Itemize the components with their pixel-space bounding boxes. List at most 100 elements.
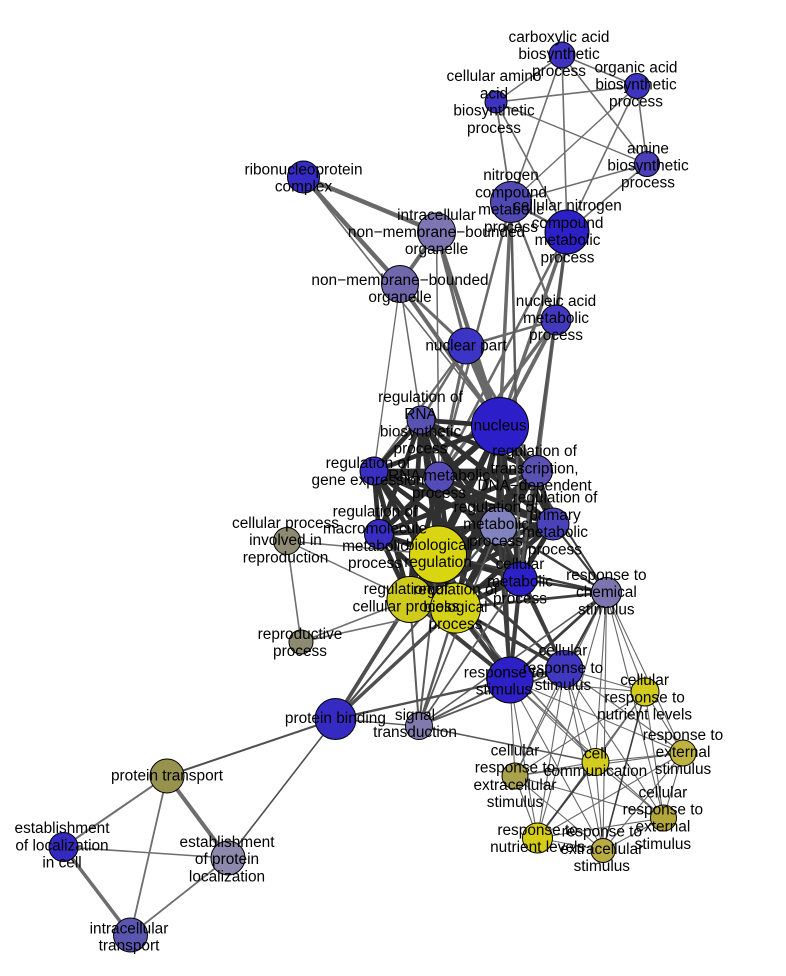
svg-text:RNA metabolic: RNA metabolic [388,468,490,485]
svg-text:process: process [429,616,483,633]
svg-text:metabolic: metabolic [478,202,544,219]
svg-text:nutrient levels: nutrient levels [490,839,585,856]
svg-text:involved in: involved in [249,532,322,549]
svg-text:cellular process: cellular process [232,515,339,532]
svg-text:process: process [529,327,583,344]
svg-text:of localization: of localization [15,837,108,854]
svg-text:compound: compound [532,215,604,232]
svg-text:cellular process: cellular process [353,598,460,615]
svg-text:protein transport: protein transport [111,767,224,784]
svg-text:stimulus: stimulus [487,794,544,811]
svg-text:biosynthetic: biosynthetic [607,158,689,175]
svg-text:transcription,: transcription, [490,460,578,477]
svg-text:cellular amino: cellular amino [447,68,542,85]
svg-text:response to: response to [623,802,703,819]
svg-text:metabolic: metabolic [523,310,589,327]
svg-text:establishment: establishment [180,834,276,851]
svg-text:biosynthetic: biosynthetic [518,46,600,63]
svg-text:cellular: cellular [496,556,545,573]
svg-text:primary: primary [529,507,581,524]
svg-text:stimulus: stimulus [578,601,635,618]
svg-text:establishment: establishment [15,820,111,837]
svg-text:external: external [636,819,691,836]
svg-text:chemical: chemical [576,584,637,601]
svg-text:RNA: RNA [404,406,437,423]
svg-text:biosynthetic: biosynthetic [380,423,462,440]
svg-text:localization: localization [189,868,265,885]
svg-text:biological: biological [406,537,470,554]
svg-text:extracellular: extracellular [560,841,643,858]
svg-text:cellular: cellular [491,742,540,759]
svg-text:DNA−dependent: DNA−dependent [477,478,592,495]
svg-text:regulation of: regulation of [454,499,539,516]
svg-text:nucleic acid: nucleic acid [516,293,596,310]
svg-text:regulation of: regulation of [333,504,418,521]
svg-text:organic acid: organic acid [595,59,678,76]
svg-text:of protein: of protein [195,851,259,868]
svg-text:regulation of: regulation of [364,581,449,598]
svg-text:regulation of: regulation of [513,490,598,507]
svg-text:complex: complex [275,179,333,196]
svg-text:external: external [656,744,711,761]
svg-text:non−membrane−bounded: non−membrane−bounded [348,224,525,241]
svg-text:metabolic: metabolic [522,524,588,541]
svg-text:regulation of: regulation of [413,582,498,599]
svg-text:acid: acid [480,85,508,102]
svg-text:metabolic: metabolic [463,516,529,533]
svg-text:nutrient levels: nutrient levels [597,707,692,724]
svg-text:process: process [493,591,547,608]
svg-text:communication: communication [544,763,648,780]
svg-text:non−membrane−bounded: non−membrane−bounded [311,272,488,289]
svg-text:response to: response to [643,727,723,744]
svg-text:cellular: cellular [539,643,588,660]
svg-text:response to: response to [562,824,642,841]
svg-text:metabolic: metabolic [342,538,408,555]
svg-text:process: process [394,441,448,458]
svg-text:cellular nitrogen: cellular nitrogen [513,198,622,215]
svg-text:metabolic: metabolic [535,232,601,249]
svg-text:regulation of: regulation of [492,443,577,460]
svg-text:process: process [532,63,586,80]
svg-text:regulation of: regulation of [378,389,463,406]
svg-text:transport: transport [99,938,160,955]
svg-text:cellular: cellular [639,784,688,801]
svg-text:process: process [467,120,521,137]
svg-text:in cell: in cell [42,855,81,872]
svg-text:gene expression: gene expression [312,472,425,489]
svg-text:biosynthetic: biosynthetic [595,77,677,94]
svg-text:extracellular: extracellular [474,777,557,794]
svg-text:biological: biological [423,599,487,616]
svg-text:metabolic: metabolic [487,573,553,590]
svg-text:response to: response to [566,567,646,584]
svg-text:response to: response to [475,760,555,777]
svg-text:intracellular: intracellular [90,920,169,937]
svg-text:stimulus: stimulus [476,682,533,699]
svg-text:cell: cell [584,746,607,763]
svg-text:compound: compound [475,184,547,201]
svg-text:process: process [528,541,582,558]
svg-text:organelle: organelle [405,241,468,258]
svg-text:intracellular: intracellular [397,207,476,224]
svg-text:stimulus: stimulus [635,836,692,853]
svg-text:response to: response to [604,689,684,706]
svg-text:reproductive: reproductive [258,626,343,643]
svg-text:signal: signal [395,707,435,724]
svg-text:ribonucleoprotein: ribonucleoprotein [244,161,362,178]
svg-text:regulation of: regulation of [326,455,411,472]
svg-text:macromolecule: macromolecule [323,521,427,538]
svg-text:regulation: regulation [404,554,472,571]
svg-text:biosynthetic: biosynthetic [453,103,535,120]
svg-text:nitrogen: nitrogen [483,167,539,184]
svg-text:amine: amine [627,140,669,157]
svg-text:process: process [484,219,538,236]
svg-text:reproduction: reproduction [243,549,329,566]
svg-text:response to: response to [523,660,603,677]
svg-text:process: process [273,643,327,660]
svg-text:process: process [609,94,663,111]
svg-text:transduction: transduction [373,724,457,741]
svg-text:process: process [412,485,466,502]
svg-text:stimulus: stimulus [655,761,712,778]
svg-text:carboxylic acid: carboxylic acid [509,29,610,46]
svg-text:response to: response to [464,664,544,681]
svg-text:process: process [541,249,595,266]
